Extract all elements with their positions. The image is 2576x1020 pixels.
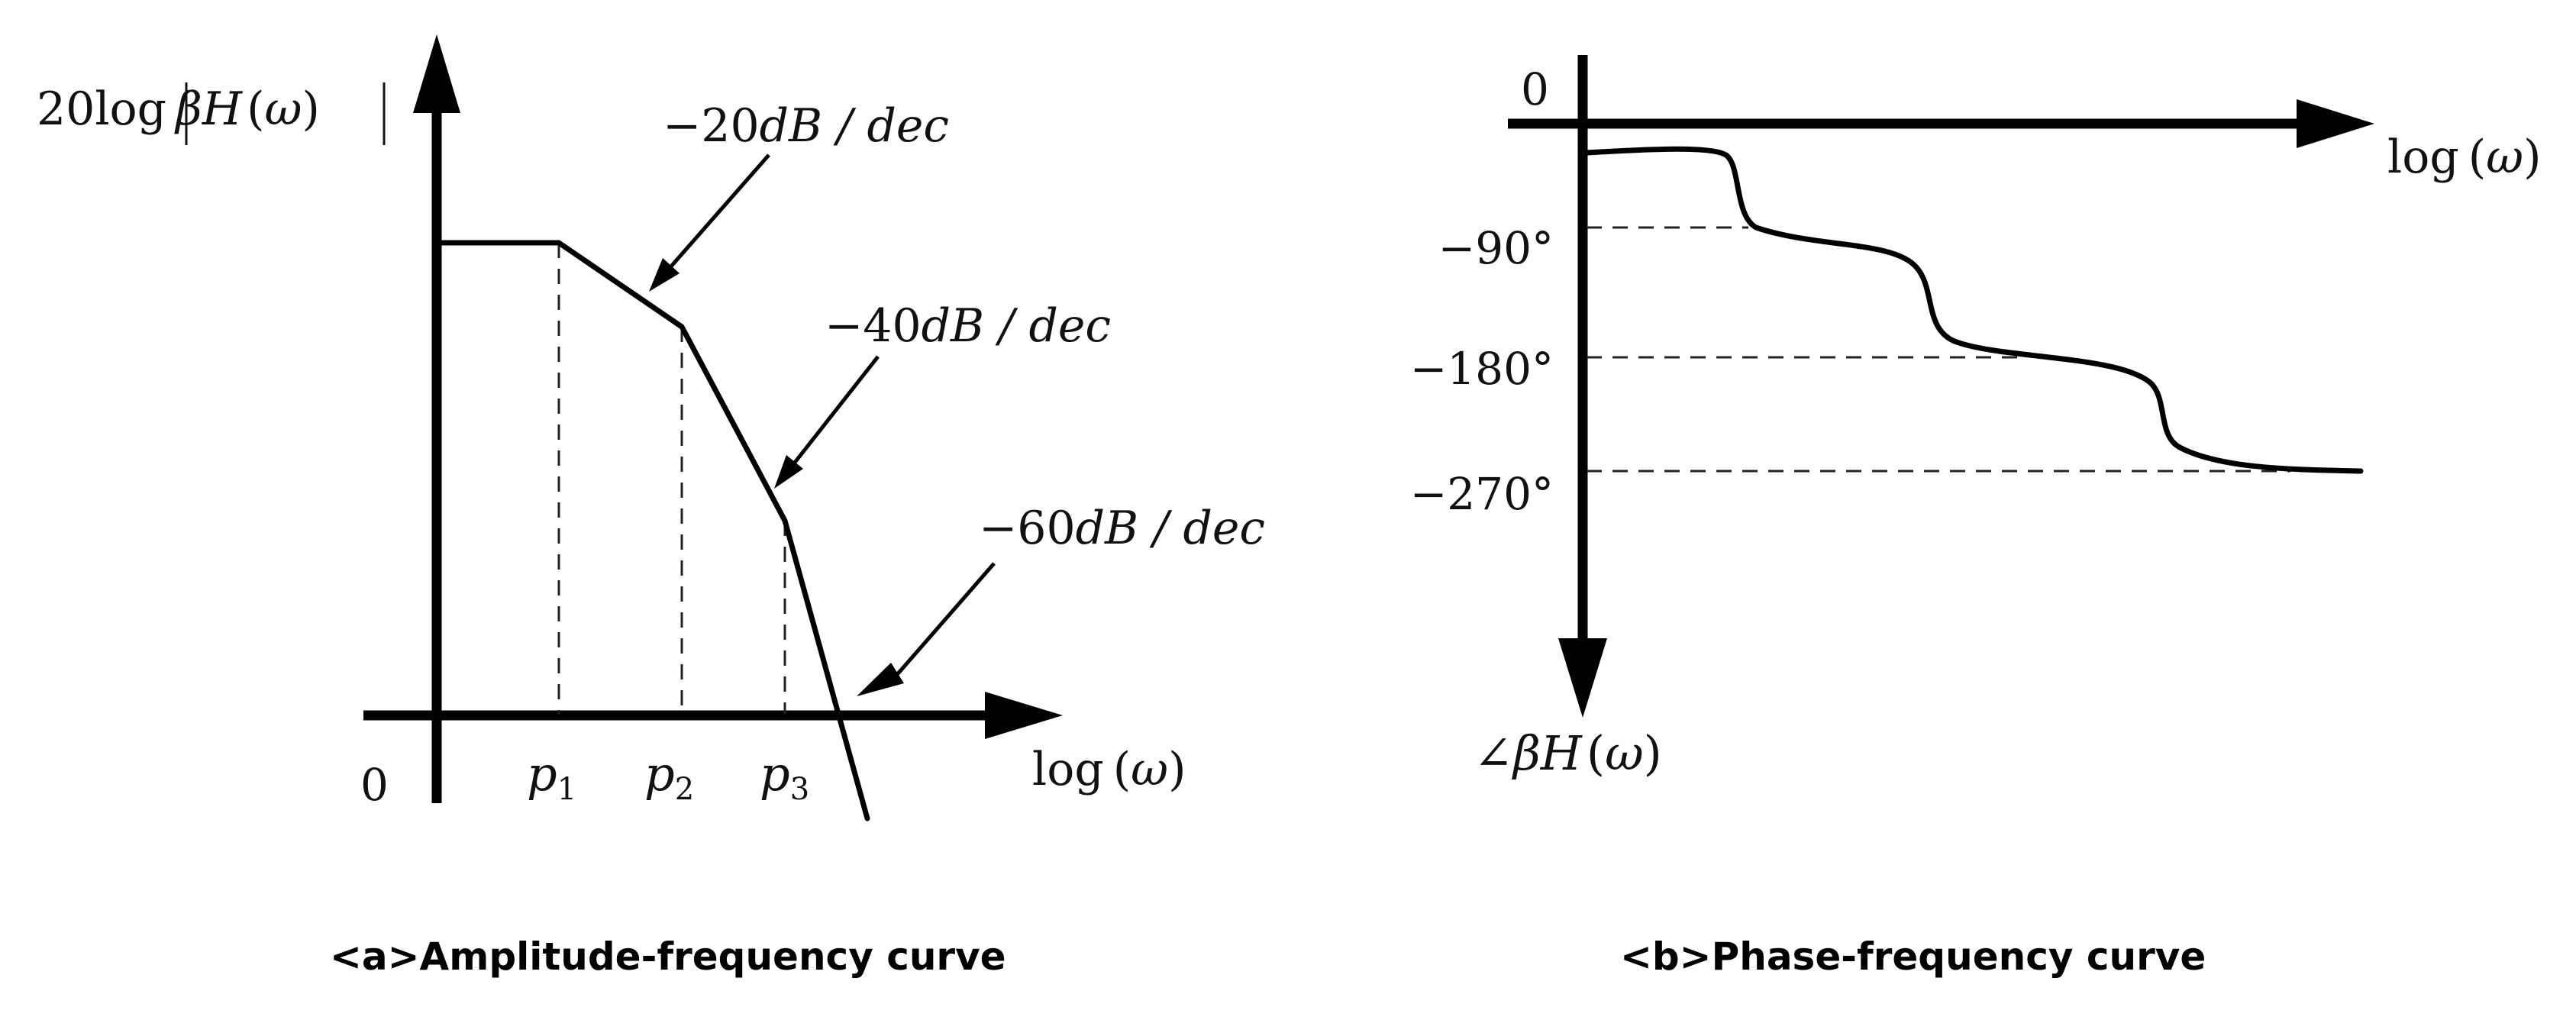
a-slope-label-40: −40dB / dec <box>825 299 1111 353</box>
panel-b: 0 −90° −180° −270° log(ω) ∠βH(ω) <b>Phas… <box>1410 55 2542 979</box>
b-tick-90: −90° <box>1438 222 1554 274</box>
a-arrowhead-20 <box>649 258 680 292</box>
b-origin-label: 0 <box>1521 63 1549 115</box>
a-origin-label: 0 <box>360 759 389 811</box>
b-y-axis-arrowhead <box>1558 638 1607 718</box>
b-tick-270: −270° <box>1410 468 1554 520</box>
b-y-axis-label: ∠βH(ω) <box>1474 725 1662 781</box>
b-caption: <b>Phase-frequency curve <box>1620 934 2206 979</box>
b-x-axis-arrowhead <box>2297 99 2374 148</box>
a-arrow-20 <box>669 153 770 269</box>
a-tick-p3: p3 <box>760 746 809 807</box>
a-slope-label-60: −60dB / dec <box>979 502 1265 555</box>
a-tick-p1: p1 <box>527 746 576 807</box>
a-slope-label-20: −20dB / dec <box>663 99 949 153</box>
a-tick-p2: p2 <box>644 746 694 807</box>
a-x-axis-arrowhead <box>985 692 1063 739</box>
a-caption: <a>Amplitude-frequency curve <box>330 934 1006 979</box>
b-x-axis-label: log(ω) <box>2387 131 2542 184</box>
a-arrowhead-40 <box>774 455 803 489</box>
b-phase-curve <box>1583 146 2364 474</box>
a-x-axis-label: log(ω) <box>1032 743 1186 796</box>
a-y-axis-arrowhead <box>413 34 460 113</box>
b-tick-180: −180° <box>1410 343 1554 395</box>
a-arrowhead-60 <box>857 663 904 696</box>
a-arrow-60 <box>893 562 996 679</box>
a-arrow-40 <box>792 355 880 465</box>
a-magnitude-curve <box>436 240 870 821</box>
